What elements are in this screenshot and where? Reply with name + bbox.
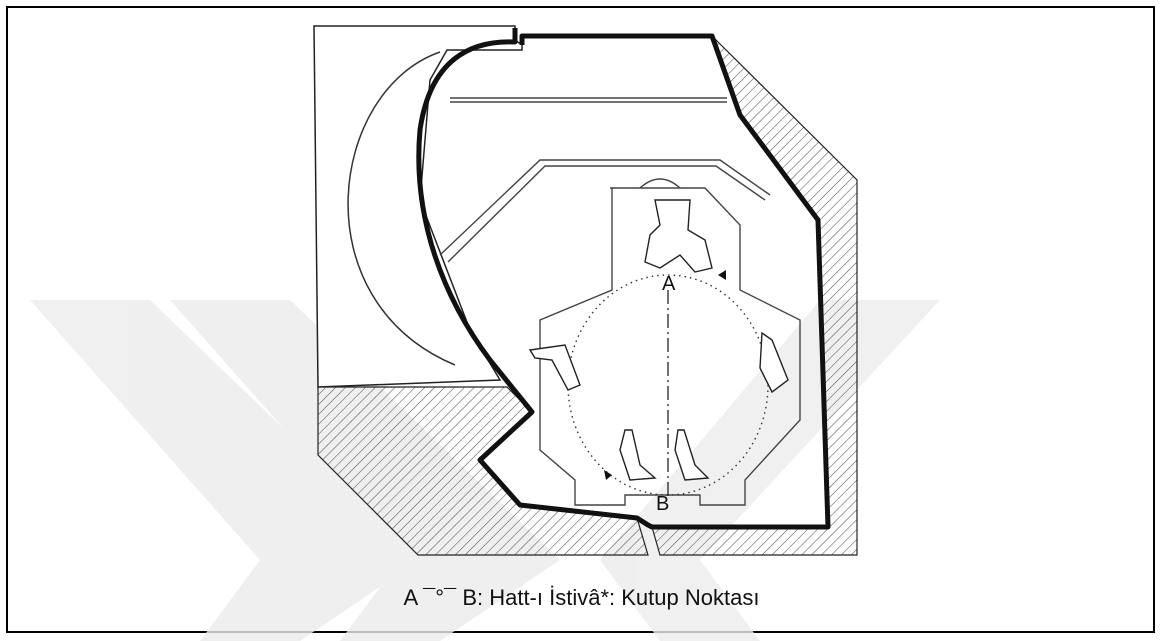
figure-right [759,331,789,394]
figure-statues [528,199,789,481]
label-b: B [656,493,669,515]
orbit-arrows [604,270,726,480]
figure-bottom-left [619,429,657,481]
figure-caption: A ¯°¯ B: Hatt-ı İstivâ*: Kutup Noktası [0,585,1163,611]
label-a: A [662,273,676,295]
figure-bottom-right [674,429,710,481]
caption-axis-legend: A ¯°¯ B: Hatt-ı İstivâ [403,585,601,610]
figure-left [528,344,581,391]
interior-lines [439,97,801,506]
outer-outline [416,28,831,530]
arc-wall [347,51,456,366]
figure-top-group [644,199,713,273]
caption-pole-legend: *: Kutup Noktası [600,585,760,610]
